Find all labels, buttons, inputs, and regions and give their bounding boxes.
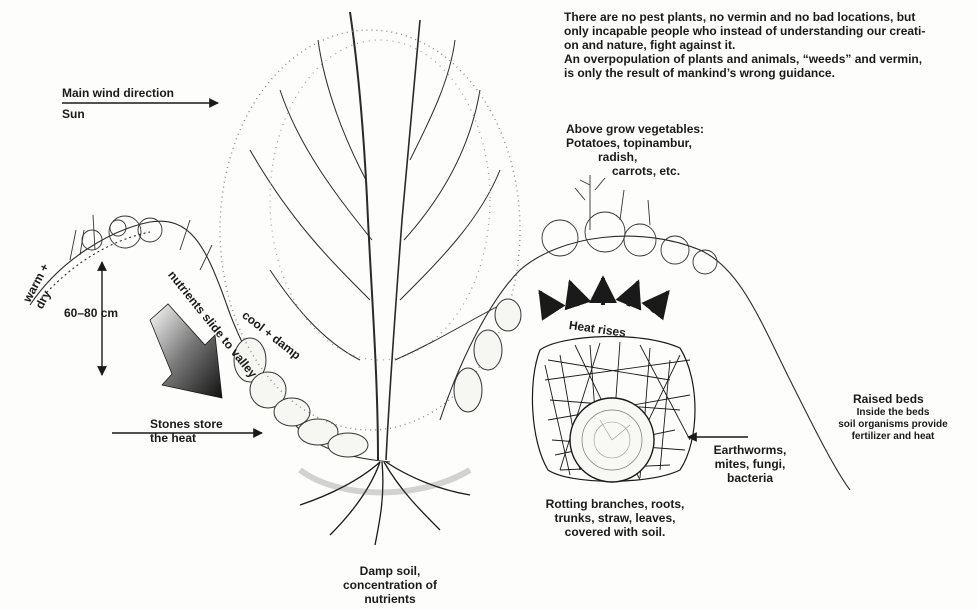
log-cross-section bbox=[570, 398, 654, 482]
height-label: 60–80 cm bbox=[64, 306, 118, 320]
stones-label: Stones store the heat bbox=[150, 417, 223, 445]
header-line-5: is only the result of mankind’s wrong gu… bbox=[564, 66, 835, 80]
rotting-label: Rotting branches, roots, trunks, straw, … bbox=[530, 497, 700, 539]
heat-arrows bbox=[540, 278, 668, 312]
earthworms-label: Earthworms, mites, fungi, bacteria bbox=[700, 443, 800, 485]
vegetable-plants bbox=[542, 175, 717, 274]
carrots-label: carrots, etc. bbox=[612, 164, 680, 178]
header-line-2: only incapable people who instead of und… bbox=[564, 24, 925, 38]
vegetables-label: Above grow vegetables: Potatoes, topinam… bbox=[566, 122, 704, 150]
raised-beds-label: Raised beds bbox=[853, 392, 924, 406]
sun-label: Sun bbox=[62, 107, 85, 121]
damp-soil-label: Damp soil, concentration of nutrients bbox=[320, 564, 460, 606]
wind-label: Main wind direction bbox=[62, 86, 174, 100]
header-line-4: An overpopulation of plants and animals,… bbox=[564, 52, 922, 66]
stones-right bbox=[454, 299, 521, 412]
roots bbox=[300, 462, 470, 545]
header-line-3: on and nature, fight against it. bbox=[564, 38, 735, 52]
header-line-1: There are no pest plants, no vermin and … bbox=[564, 10, 915, 24]
left-bed-plants bbox=[70, 215, 212, 270]
radish-label: radish, bbox=[598, 150, 637, 164]
inside-beds-label: Inside the beds soil organisms provide f… bbox=[810, 407, 976, 443]
